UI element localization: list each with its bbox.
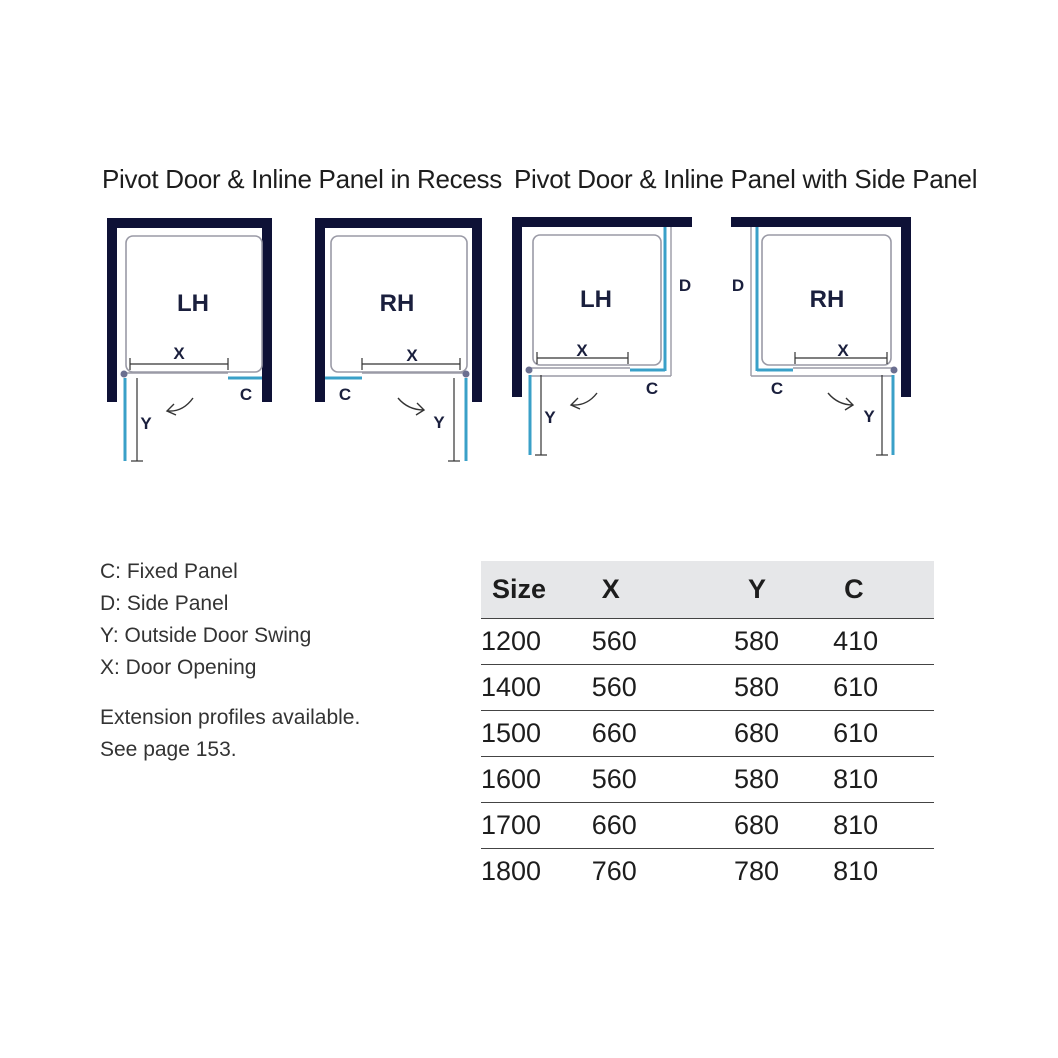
swing-arrow-icon <box>167 397 194 412</box>
cell-c: 410 <box>833 618 934 665</box>
shower-tray-recess-rh <box>330 235 468 373</box>
legend-d: D: Side Panel <box>100 592 229 615</box>
label-x: X <box>576 341 588 360</box>
table-row: 1600 560 580 810 <box>481 756 934 803</box>
label-x: X <box>837 341 849 360</box>
label-c: C <box>339 385 351 404</box>
table-row: 1800 760 780 810 <box>481 849 934 895</box>
shower-tray-recess-lh <box>125 235 263 373</box>
pivot-hinge-icon <box>120 370 128 378</box>
header-c: C <box>833 561 934 619</box>
legend-y: Y: Outside Door Swing <box>100 624 312 647</box>
label-rh: RH <box>810 286 845 313</box>
cell-y: 580 <box>733 618 834 665</box>
pivot-hinge-icon <box>525 366 533 374</box>
cell-c: 810 <box>833 756 934 803</box>
label-y: Y <box>140 414 152 433</box>
table-row: 1200 560 580 410 <box>481 618 934 665</box>
cell-size: 1800 <box>481 856 542 886</box>
cell-size: 1600 <box>481 756 592 803</box>
cell-x: 660 <box>591 710 734 757</box>
shower-tray-side-lh <box>532 234 662 366</box>
arrow-head-icon <box>415 402 426 416</box>
cell-c: 810 <box>833 802 934 849</box>
title-side-panel: Pivot Door & Inline Panel with Side Pane… <box>514 164 978 194</box>
header-y: Y <box>733 561 834 619</box>
note-line-1: Extension profiles available. <box>100 706 361 729</box>
label-rh: RH <box>380 290 415 317</box>
swing-arrow-icon <box>571 392 598 406</box>
note-line-2: See page 153. <box>100 738 237 761</box>
arrow-head-icon <box>165 403 177 416</box>
cell-size: 1700 <box>481 802 592 849</box>
label-c: C <box>240 385 252 404</box>
cell-size: 1200 <box>481 618 592 665</box>
swing-arrow-icon <box>397 397 425 411</box>
cell-size: 1500 <box>481 710 592 757</box>
cell-x: 560 <box>591 664 734 711</box>
cell-x: 660 <box>591 802 734 849</box>
cell-y: 780 <box>733 856 780 886</box>
label-c: C <box>771 379 783 398</box>
label-lh: LH <box>580 286 612 313</box>
pivot-hinge-icon <box>890 366 898 374</box>
table-row: 1700 660 680 810 <box>481 802 934 849</box>
cell-x: 560 <box>591 618 734 665</box>
cell-x: 560 <box>591 756 734 803</box>
cell-c: 610 <box>833 710 934 757</box>
title-recess: Pivot Door & Inline Panel in Recess <box>102 164 502 194</box>
label-c: C <box>646 379 658 398</box>
cell-size: 1400 <box>481 664 592 711</box>
cell-y: 680 <box>733 802 834 849</box>
header-x: X <box>591 561 734 619</box>
diagram-recess-lh: LH X C Y <box>107 218 272 462</box>
diagram-side-rh: D RH X C Y <box>731 217 911 456</box>
cell-y: 680 <box>733 710 834 757</box>
header-size: Size <box>481 561 592 619</box>
cell-c: 810 <box>833 856 879 886</box>
label-lh: LH <box>177 290 209 317</box>
table-header-row: Size X Y C <box>481 561 934 619</box>
label-x: X <box>406 346 418 365</box>
shower-tray-side-rh <box>761 234 892 366</box>
cell-y: 580 <box>733 756 834 803</box>
arrow-head-icon <box>569 397 581 410</box>
legend: C: Fixed Panel D: Side Panel Y: Outside … <box>100 556 360 766</box>
pivot-hinge-icon <box>462 370 470 378</box>
label-d: D <box>732 276 744 295</box>
label-x: X <box>173 344 185 363</box>
label-d: D <box>679 276 691 295</box>
legend-c: C: Fixed Panel <box>100 560 238 583</box>
swing-arrow-icon <box>827 392 854 406</box>
cell-x: 760 <box>591 856 637 886</box>
label-y: Y <box>433 413 445 432</box>
diagram-recess-rh: RH X C Y <box>315 218 482 462</box>
size-table: Size X Y C 1200 560 580 410 1400 560 580… <box>481 561 934 894</box>
label-y: Y <box>863 407 875 426</box>
label-y: Y <box>544 408 556 427</box>
diagram-side-lh: D LH X C Y <box>512 217 692 456</box>
arrow-head-icon <box>844 397 855 411</box>
table-row: 1500 660 680 610 <box>481 710 934 757</box>
cell-c: 610 <box>833 664 934 711</box>
table-row: 1400 560 580 610 <box>481 664 934 711</box>
cell-y: 580 <box>733 664 834 711</box>
legend-x: X: Door Opening <box>100 656 257 679</box>
